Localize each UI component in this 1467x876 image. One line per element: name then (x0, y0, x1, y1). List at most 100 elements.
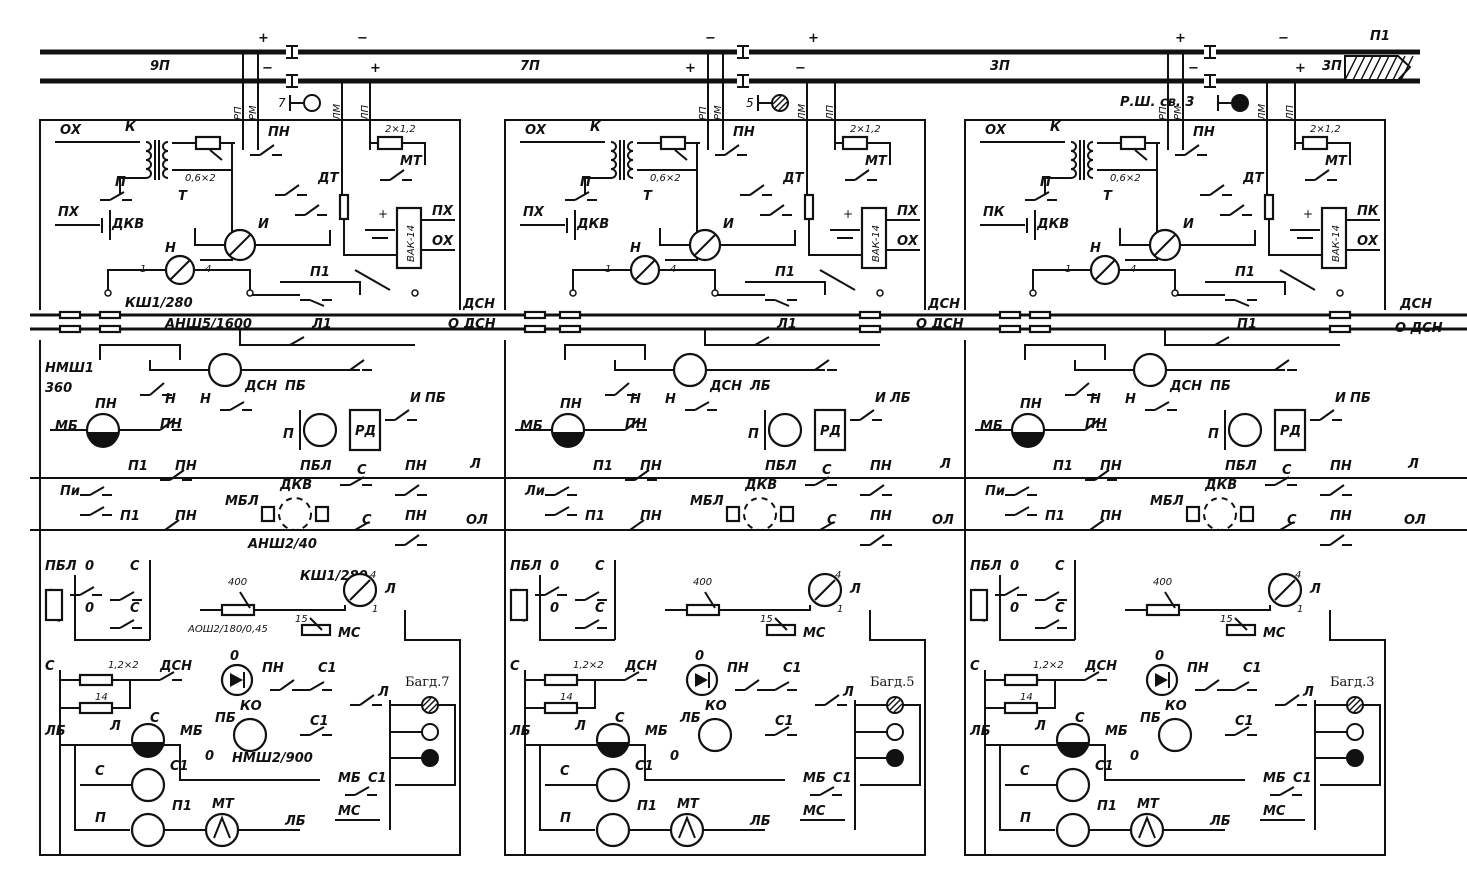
contact-blade (394, 409, 410, 421)
contact-blade (119, 619, 135, 629)
label-p3: П (1020, 811, 1031, 826)
label-l: Л (1309, 582, 1321, 597)
label-s2: С (1287, 513, 1297, 528)
label-p2: П (748, 427, 759, 442)
wire (1164, 330, 1340, 346)
contact-blade (774, 299, 790, 307)
contact-blade (814, 359, 830, 371)
bus-fuse (523, 324, 547, 334)
relay-contact (1275, 694, 1307, 706)
label-s2: С (362, 513, 372, 528)
winding (1087, 141, 1094, 152)
label-s1c: С1 (170, 759, 189, 774)
label-n: Н (165, 241, 176, 256)
contact-blade (1204, 679, 1220, 691)
bus-label-ol: ОЛ (932, 513, 954, 528)
contact-blade (869, 534, 885, 546)
label-k: К (590, 120, 602, 135)
contact-blade (389, 169, 405, 181)
contact-blade (624, 671, 640, 681)
bus-fuse (523, 310, 547, 320)
hatch-line (1353, 703, 1363, 713)
relay-contact (1225, 681, 1257, 691)
lower-enclosure (39, 340, 461, 856)
slider (309, 617, 323, 631)
relay-contact (250, 144, 282, 156)
contact-blade (1329, 484, 1345, 496)
label-pn2: ПН (560, 397, 582, 412)
signal-2: 5 (746, 94, 789, 112)
label-l2: Л (842, 685, 854, 700)
contact-blade (544, 586, 560, 596)
label-pn6: ПН (1330, 459, 1352, 474)
label-ox-right: ОХ (1357, 234, 1379, 249)
label-pn5: ПН (175, 509, 197, 524)
label-px: ПК (1357, 204, 1380, 219)
contact-blade (354, 786, 370, 796)
label-mt2: МТ (1137, 797, 1160, 812)
diode-triangle (695, 673, 708, 687)
label-rheostat: 0,6×2 (1110, 173, 1141, 184)
label-o: 0 (695, 649, 704, 664)
label-l3: Л (1034, 719, 1046, 734)
label-p1c: П1 (585, 509, 605, 524)
label-p2: П (283, 427, 294, 442)
terminal (1171, 289, 1179, 297)
label-dsn2: ДСН (624, 659, 657, 674)
contact-blade (279, 679, 295, 691)
line-label: ЛМ (1257, 103, 1268, 121)
contact-blade (614, 382, 630, 396)
label-pb: ПБ (285, 379, 306, 394)
wire (564, 344, 646, 360)
hatch-line (1347, 697, 1357, 707)
label-s6: С (150, 711, 160, 726)
label-pb2: ПБ (425, 391, 446, 406)
bus-fuse (1028, 310, 1052, 320)
line-label: РП (1158, 106, 1169, 120)
resistor (194, 135, 222, 151)
pin-label: 1 (372, 604, 378, 615)
relay-contact (765, 681, 797, 691)
contact-blade (859, 409, 875, 421)
relay-contact (1080, 519, 1112, 531)
label-s5: С (45, 659, 55, 674)
label-dkv: ДКВ (576, 217, 609, 232)
polarity-plus: + (370, 61, 381, 76)
contact-blade (1044, 619, 1060, 629)
label-mb3: МБ (338, 771, 361, 786)
wire (112, 680, 131, 709)
relay-contact (1310, 409, 1342, 421)
meter-needle (1138, 815, 1156, 839)
wire (1119, 228, 1150, 246)
label-pbl2: ПБЛ (45, 559, 77, 574)
label-p1d: П1 (1097, 799, 1117, 814)
wire (1180, 230, 1256, 246)
contact-blade (624, 419, 640, 431)
label-i: И (1183, 217, 1194, 232)
wire (74, 745, 130, 831)
relay-contact (1270, 521, 1302, 531)
terminal (104, 289, 112, 297)
winding (610, 150, 617, 161)
label-s1b: С1 (310, 714, 329, 729)
winding (1070, 150, 1077, 161)
wire (720, 230, 796, 246)
label-s7: С (1020, 764, 1030, 779)
hatch-line (1352, 55, 1366, 81)
label-dkv: ДКВ (1036, 217, 1069, 232)
relay-contact (1065, 382, 1097, 396)
bus-fuse (1328, 310, 1352, 320)
label-zero: 0 (550, 559, 559, 574)
relay-contact (850, 409, 882, 421)
label-ox: ОХ (525, 123, 547, 138)
label-pb: ПБ (1210, 379, 1231, 394)
label-pb: ЛБ (749, 379, 771, 394)
lamp-mb-fill (87, 432, 119, 448)
label-dkv2: ДКВ (744, 478, 777, 493)
resistor (659, 135, 687, 151)
hatch-line (889, 699, 901, 711)
contact-blade (824, 694, 840, 706)
wire (254, 605, 346, 611)
label-p1: П1 (310, 265, 330, 280)
